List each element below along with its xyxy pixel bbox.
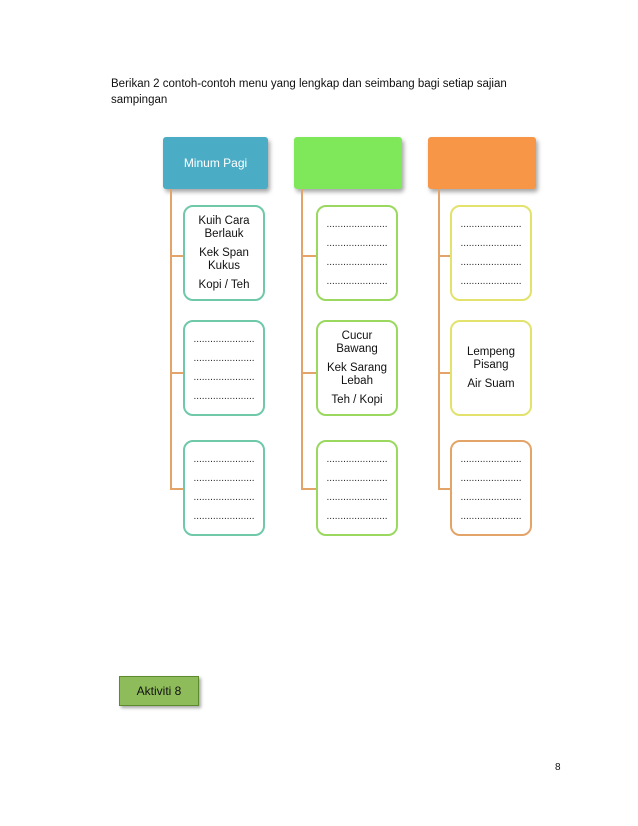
menu-item-text: Bawang	[336, 342, 378, 355]
blank-line: ......................	[460, 257, 522, 268]
instruction-text: Berikan 2 contoh-contoh menu yang lengka…	[111, 78, 507, 106]
blank-line: ......................	[193, 511, 255, 522]
connector-line	[438, 488, 450, 490]
blank-line: ......................	[193, 372, 255, 383]
menu-box-blank: ...................... .................…	[183, 440, 265, 536]
connector-line	[301, 372, 316, 374]
connector-line	[170, 488, 183, 490]
connector-line	[438, 372, 450, 374]
menu-box-blank: ...................... .................…	[450, 440, 532, 536]
blank-line: ......................	[193, 391, 255, 402]
connector-line	[170, 255, 183, 257]
menu-box-blank: ...................... .................…	[316, 205, 398, 301]
column-header-orange	[428, 137, 536, 189]
menu-item-text: Lempeng	[467, 345, 515, 358]
menu-item-text: Pisang	[473, 358, 509, 371]
connector-line	[170, 189, 172, 490]
connector-line	[438, 189, 440, 490]
blank-line: ......................	[193, 353, 255, 364]
activity-label: Aktiviti 8	[119, 676, 199, 706]
connector-line	[301, 189, 303, 490]
column-header-green	[294, 137, 402, 189]
menu-item-text: Kopi / Teh	[198, 278, 250, 291]
blank-line: ......................	[460, 454, 522, 465]
menu-box-orange-2: Lempeng Pisang Air Suam	[450, 320, 532, 416]
menu-box-minum-pagi-1: Kuih Cara Berlauk Kek Span Kukus Kopi / …	[183, 205, 265, 301]
blank-line: ......................	[193, 334, 255, 345]
blank-line: ......................	[326, 492, 388, 503]
menu-item-text: Cucur	[341, 329, 373, 342]
blank-line: ......................	[460, 511, 522, 522]
menu-item-text: Berlauk	[204, 227, 244, 240]
blank-line: ......................	[460, 473, 522, 484]
blank-line: ......................	[460, 238, 522, 249]
menu-item-text: Kuih Cara	[198, 214, 250, 227]
menu-item-text: Air Suam	[467, 377, 515, 390]
column-header-minum-pagi: Minum Pagi	[163, 137, 268, 189]
blank-line: ......................	[326, 238, 388, 249]
menu-item-text: Kukus	[208, 259, 240, 272]
blank-line: ......................	[326, 473, 388, 484]
blank-line: ......................	[326, 219, 388, 230]
page-number: 8	[555, 762, 561, 773]
connector-line	[301, 488, 316, 490]
blank-line: ......................	[193, 492, 255, 503]
connector-line	[301, 255, 316, 257]
blank-line: ......................	[460, 276, 522, 287]
menu-box-blank: ...................... .................…	[316, 440, 398, 536]
blank-line: ......................	[326, 257, 388, 268]
connector-line	[170, 372, 183, 374]
menu-box-blank: ...................... .................…	[450, 205, 532, 301]
menu-item-text: Kek Span	[199, 246, 249, 259]
blank-line: ......................	[193, 454, 255, 465]
menu-item-text: Lebah	[341, 374, 373, 387]
blank-line: ......................	[326, 276, 388, 287]
blank-line: ......................	[193, 473, 255, 484]
menu-box-green-2: Cucur Bawang Kek Sarang Lebah Teh / Kopi	[316, 320, 398, 416]
menu-item-text: Teh / Kopi	[331, 393, 383, 406]
blank-line: ......................	[326, 511, 388, 522]
blank-line: ......................	[460, 219, 522, 230]
menu-item-text: Kek Sarang	[326, 361, 388, 374]
blank-line: ......................	[326, 454, 388, 465]
connector-line	[438, 255, 450, 257]
blank-line: ......................	[460, 492, 522, 503]
menu-box-blank: ...................... .................…	[183, 320, 265, 416]
